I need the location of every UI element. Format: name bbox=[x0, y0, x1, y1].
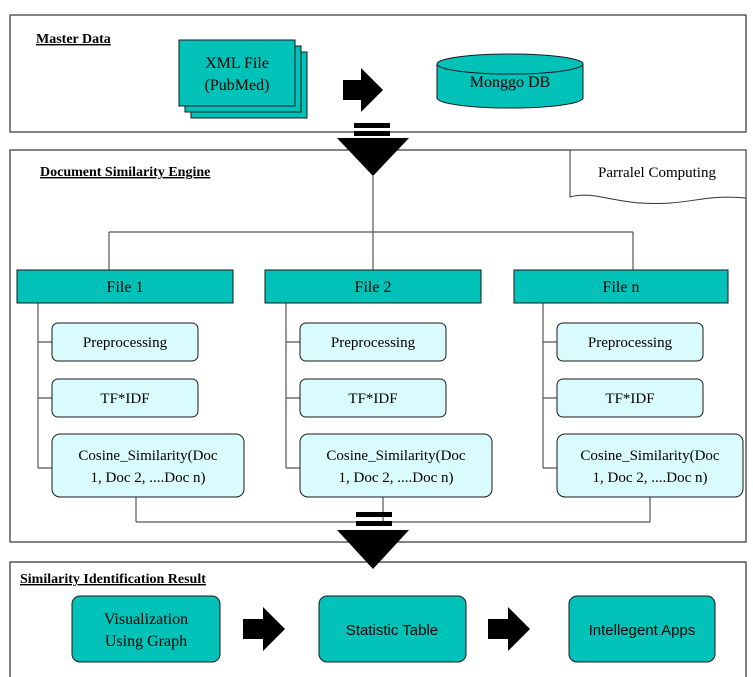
tfidf-label-2: TF*IDF bbox=[348, 391, 397, 407]
file-2-box bbox=[264, 269, 482, 304]
parallel-computing-label: Parralel Computing bbox=[598, 165, 716, 181]
visualization-label-1: Visualization bbox=[104, 611, 188, 628]
cosine-box-3 bbox=[556, 433, 744, 498]
cosine-label-3a: Cosine_Similarity(Doc bbox=[580, 448, 719, 464]
master-data-panel bbox=[9, 14, 747, 133]
visualization-node: Visualization Using Graph bbox=[71, 595, 221, 663]
file-1-column: File 1 Preprocessing TF*IDF Cosine_Simil… bbox=[16, 269, 245, 498]
preprocessing-box-2 bbox=[299, 322, 447, 362]
preprocessing-box-3 bbox=[556, 322, 704, 362]
cosine-label-2a: Cosine_Similarity(Doc bbox=[326, 448, 465, 464]
arrow-right-icon bbox=[488, 607, 530, 651]
tfidf-box-1 bbox=[51, 378, 199, 418]
statistic-table-node: Statistic Table bbox=[318, 595, 467, 663]
intelligent-apps-label: Intellegent Apps bbox=[589, 622, 696, 639]
preprocessing-label-3: Preprocessing bbox=[588, 335, 673, 351]
statistic-table-label: Statistic Table bbox=[346, 622, 438, 639]
arrow-right-icon bbox=[343, 68, 383, 112]
intelligent-apps-node: Intellegent Apps bbox=[568, 595, 716, 663]
cosine-box-1 bbox=[51, 433, 245, 498]
preprocessing-label-1: Preprocessing bbox=[83, 335, 168, 351]
file-2-column: File 2 Preprocessing TF*IDF Cosine_Simil… bbox=[264, 269, 493, 498]
cosine-label-2b: 1, Doc 2, ....Doc n) bbox=[339, 470, 454, 486]
file-n-box bbox=[513, 269, 729, 304]
cosine-label-1b: 1, Doc 2, ....Doc n) bbox=[91, 470, 206, 486]
tfidf-label-1: TF*IDF bbox=[100, 391, 149, 407]
cosine-label-3b: 1, Doc 2, ....Doc n) bbox=[593, 470, 708, 486]
xml-file-label: XML File bbox=[205, 55, 269, 72]
engine-title: Document Similarity Engine bbox=[40, 165, 210, 180]
visualization-label-2: Using Graph bbox=[105, 633, 187, 650]
arrow-right-icon bbox=[243, 607, 285, 651]
xml-file-source-label: (PubMed) bbox=[205, 77, 270, 94]
master-data-title: Master Data bbox=[36, 32, 111, 47]
down-arrow-icon bbox=[337, 123, 409, 176]
xml-file-stack: XML File (PubMed) bbox=[178, 39, 308, 119]
parallel-computing-note: Parralel Computing bbox=[569, 149, 747, 204]
mongodb-label: Monggo DB bbox=[470, 74, 550, 91]
tfidf-box-2 bbox=[299, 378, 447, 418]
cosine-label-1a: Cosine_Similarity(Doc bbox=[78, 448, 217, 464]
mongodb-cylinder: Monggo DB bbox=[436, 53, 584, 109]
preprocessing-label-2: Preprocessing bbox=[331, 335, 416, 351]
cosine-box-2 bbox=[299, 433, 493, 498]
file-1-label: File 1 bbox=[107, 279, 144, 296]
tfidf-label-3: TF*IDF bbox=[605, 391, 654, 407]
file-n-label: File n bbox=[603, 279, 640, 296]
down-arrow-icon bbox=[337, 512, 409, 569]
branch-connectors bbox=[108, 176, 651, 523]
tfidf-box-3 bbox=[556, 378, 704, 418]
file-1-box bbox=[16, 269, 234, 304]
result-title: Similarity Identification Result bbox=[20, 572, 206, 587]
preprocessing-box-1 bbox=[51, 322, 199, 362]
file-n-column: File n Preprocessing TF*IDF Cosine_Simil… bbox=[513, 269, 744, 498]
file-2-label: File 2 bbox=[355, 279, 392, 296]
